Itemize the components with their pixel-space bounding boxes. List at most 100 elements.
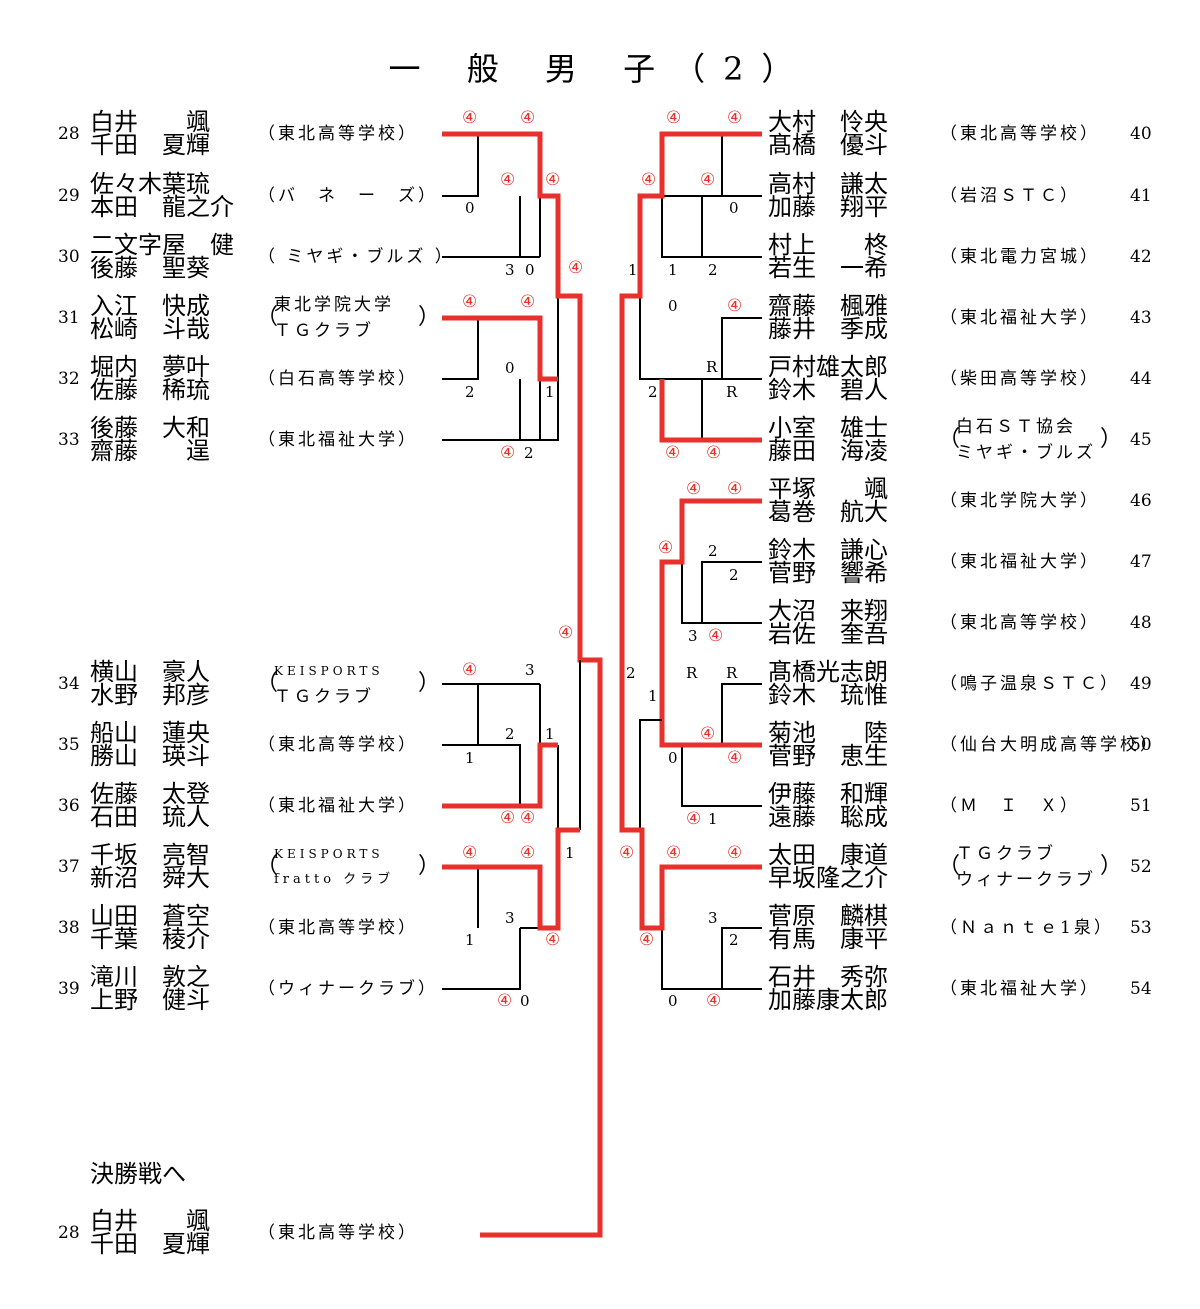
match-score: ④ xyxy=(727,108,743,128)
match-score: R xyxy=(726,383,738,401)
player-name: 葛巻 航大 xyxy=(768,498,888,526)
team-org: （岩沼ＳＴＣ） xyxy=(940,186,1080,206)
match-score: 1 xyxy=(648,687,658,705)
match-score: 0 xyxy=(668,297,678,315)
match-score: ④ xyxy=(500,808,516,828)
paren-close: ） xyxy=(418,671,441,696)
player-name: 鈴木 碧人 xyxy=(768,376,888,404)
match-score: ④ xyxy=(727,479,743,499)
player-name: 若生 一希 xyxy=(768,254,888,282)
winner-path xyxy=(442,742,558,809)
winner-path xyxy=(442,131,603,1238)
winner-path xyxy=(659,498,762,720)
match-score: ④ xyxy=(686,479,702,499)
bracket-line xyxy=(520,379,541,441)
match-score: 3 xyxy=(688,627,698,645)
player-name: 鈴木 謙心 xyxy=(768,536,888,564)
team-org: ウィナークラブ xyxy=(956,870,1096,890)
match-score: ④ xyxy=(727,843,743,863)
paren-open: （ xyxy=(938,854,961,879)
match-score: ④ xyxy=(568,258,584,278)
team-org: （鳴子温泉ＳＴＣ） xyxy=(940,674,1120,694)
team-seed: 37 xyxy=(58,857,80,877)
team-org: （仙台大明成高等学校） xyxy=(940,735,1160,755)
match-score: ④ xyxy=(658,538,674,558)
bracket-line xyxy=(442,134,479,197)
match-score: 0 xyxy=(668,749,678,767)
team-seed: 28 xyxy=(58,124,80,144)
team-org: （東北高等学校） xyxy=(940,613,1100,633)
team-org: （東北高等学校） xyxy=(258,735,418,755)
player-name: 菊池 陸 xyxy=(768,719,888,747)
bracket-line xyxy=(442,928,521,990)
player-name: 小室 雄士 xyxy=(768,414,888,442)
player-name: 千葉 稜介 xyxy=(90,925,210,953)
player-name: 佐々木葉琉 xyxy=(90,170,210,198)
team-org: （東北福祉大学） xyxy=(940,552,1100,572)
bracket-line xyxy=(721,927,762,989)
match-score: ④ xyxy=(520,843,536,863)
team-org: KEISPORTS xyxy=(274,664,384,678)
player-name: 後藤 聖葵 xyxy=(90,254,210,282)
player-name: 白井 颯 xyxy=(90,1207,210,1235)
team-seed: 41 xyxy=(1130,186,1152,206)
player-name: 菅野 響希 xyxy=(768,559,888,587)
team-org: （ ミヤギ・ブルズ ） xyxy=(258,247,455,267)
team-seed: 43 xyxy=(1130,308,1152,328)
match-score: 0 xyxy=(505,359,515,377)
team-seed: 34 xyxy=(58,674,80,694)
team-seed: 50 xyxy=(1130,735,1152,755)
team-org: （東北高等学校） xyxy=(258,124,418,144)
match-score: ④ xyxy=(520,108,536,128)
match-score: ④ xyxy=(545,170,561,190)
winner-path xyxy=(659,720,762,748)
bracket-line xyxy=(701,561,762,623)
match-score: 0 xyxy=(520,992,530,1010)
match-score: 3 xyxy=(505,261,515,279)
player-name: 戸村雄太郎 xyxy=(768,353,888,381)
player-name: 太田 康道 xyxy=(768,841,888,869)
match-score: 2 xyxy=(626,664,636,682)
winner-path xyxy=(619,660,762,931)
match-score: 2 xyxy=(729,566,739,584)
bracket-line xyxy=(540,296,559,441)
team-seed: 39 xyxy=(58,979,80,999)
match-score: ④ xyxy=(462,843,478,863)
team-org: （東北高等学校） xyxy=(940,124,1100,144)
player-name: 水野 邦彦 xyxy=(90,681,210,709)
winner-path xyxy=(619,131,762,660)
player-name: 千田 夏輝 xyxy=(90,131,210,159)
winner-path xyxy=(659,379,762,443)
paren-close: ） xyxy=(418,305,441,330)
player-name: 勝山 瑛斗 xyxy=(90,742,210,770)
team-org: 白石ＳＴ協会 xyxy=(956,417,1076,437)
player-name: 山田 蒼空 xyxy=(90,902,210,930)
team-seed: 31 xyxy=(58,308,80,328)
team-seed: 32 xyxy=(58,369,80,389)
player-name: 大村 怜央 xyxy=(768,108,888,136)
match-score: ④ xyxy=(462,292,478,312)
team-org: ＴＧクラブ xyxy=(956,844,1056,864)
player-name: 齋藤 逞 xyxy=(90,437,210,465)
player-name: 堀内 夢叶 xyxy=(90,353,210,381)
match-score: 1 xyxy=(465,931,475,949)
final-caption: 決勝戦へ xyxy=(90,1160,186,1188)
match-score: 0 xyxy=(729,199,739,217)
player-name: 佐藤 太登 xyxy=(90,780,210,808)
match-score: 0 xyxy=(465,199,475,217)
winner-path xyxy=(442,315,558,382)
team-seed: 42 xyxy=(1130,247,1152,267)
bracket-line xyxy=(442,866,479,928)
player-name: 後藤 大和 xyxy=(90,414,210,442)
match-score: ④ xyxy=(706,991,722,1011)
team-org: （東北福祉大学） xyxy=(258,430,418,450)
bracket-line xyxy=(442,379,521,441)
bracket-line xyxy=(442,318,479,380)
bracket-line xyxy=(661,195,762,258)
match-score: ④ xyxy=(686,809,702,829)
player-name: 石井 秀弥 xyxy=(768,963,888,991)
team-seed: 51 xyxy=(1130,796,1152,816)
paren-open: （ xyxy=(938,427,961,452)
player-name: 横山 豪人 xyxy=(90,658,210,686)
match-score: 1 xyxy=(545,383,555,401)
